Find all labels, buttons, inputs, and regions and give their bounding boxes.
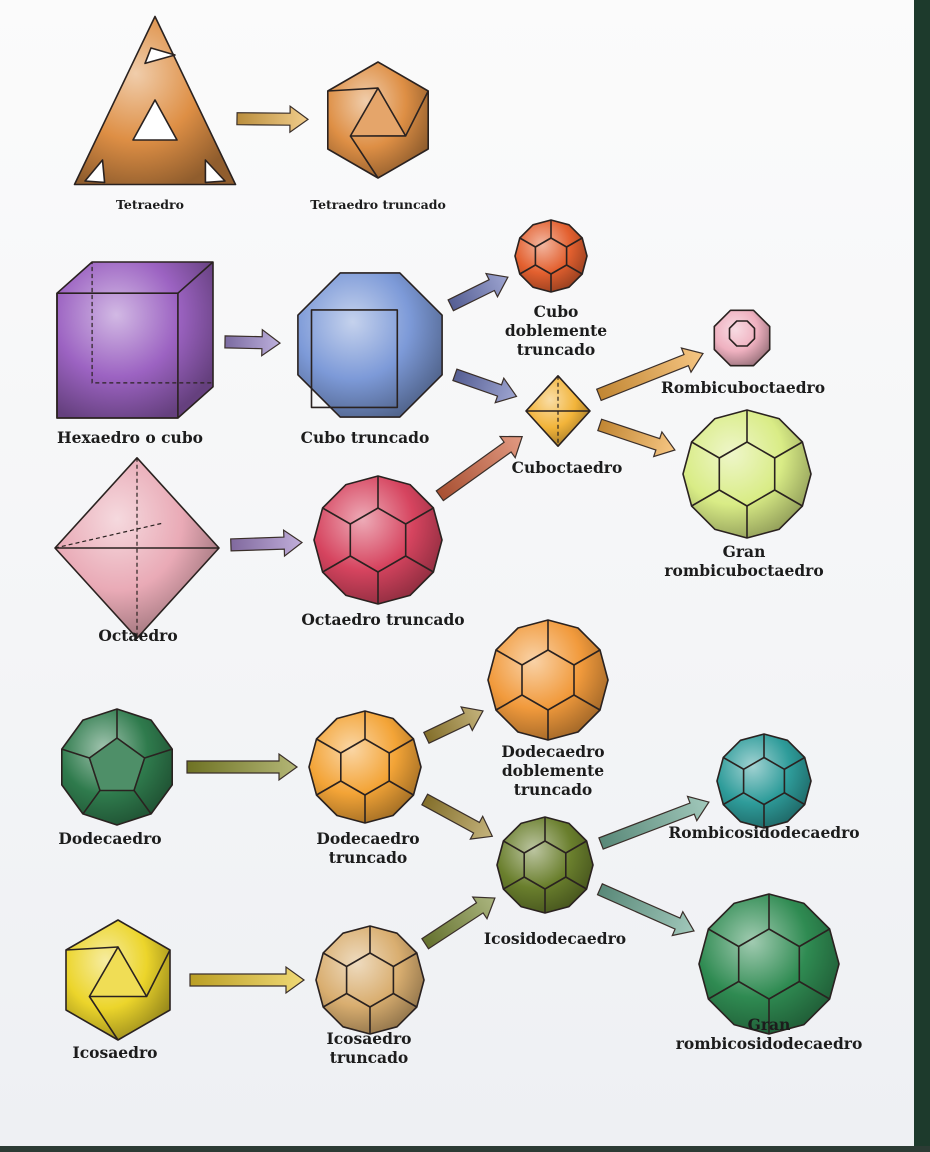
arrow-icosa-to-icosa-trunc [190,967,304,993]
arrow-octa-trunc-to-cubocta [436,437,522,501]
tetra-solid [75,17,236,185]
gran-rombicubo-solid [683,410,811,538]
label-cube-trunc: Cubo truncado [301,428,430,447]
label-line: doblemente [501,761,604,780]
cubo-dbl-solid [515,220,587,292]
label-octa-trunc: Octaedro truncado [301,610,464,629]
label-line: Tetraedro truncado [310,195,446,214]
arrow-dodeca-trunc-to-dodeca-dbl [424,707,483,743]
label-line: truncado [501,780,604,799]
tetra-trunc-solid [328,62,428,178]
cubocta-solid [526,376,590,446]
label-rombicosido: Rombicosidodecaedro [668,823,859,842]
label-line: Cubo truncado [301,428,430,447]
label-line: Cuboctaedro [512,458,623,477]
cube-trunc-solid [298,273,442,417]
dodeca-dbl-solid [488,620,608,740]
dodeca-solid [62,709,172,825]
label-line: Gran [676,1015,863,1034]
label-line: rombicosidodecaedro [676,1034,863,1053]
arrow-dodeca-trunc-to-icosido [422,794,492,839]
rombicubo-solid [714,310,769,365]
label-line: truncado [316,848,419,867]
rombicosido-solid [717,734,811,828]
label-line: Tetraedro [116,195,184,214]
label-line: rombicuboctaedro [664,561,823,580]
arrow-tetra-to-tetra-trunc [237,106,308,132]
label-line: Icosaedro [326,1029,411,1048]
label-line: Icosaedro [72,1043,157,1062]
icosa-solid [66,920,170,1040]
label-octa: Octaedro [98,626,177,645]
arrow-dodeca-to-dodeca-trunc [187,754,297,780]
label-line: Dodecaedro [316,829,419,848]
label-dodeca: Dodecaedro [58,829,161,848]
label-line: truncado [326,1048,411,1067]
octa-solid [55,458,219,638]
label-line: Rombicuboctaedro [661,378,825,397]
icosa-trunc-solid [316,926,424,1034]
gran-rombicosido-solid [699,894,839,1034]
label-tetra-trunc: Tetraedro truncado [310,195,446,214]
arrow-cubocta-to-gran-rombicubo [598,419,675,456]
octa-trunc-solid [314,476,442,604]
label-line: Hexaedro o cubo [57,428,203,447]
arrow-cube-trunc-to-cubocta [453,369,517,403]
icosido-solid [497,817,593,913]
cube-solid [57,262,213,418]
arrow-icosido-to-gran-rombicosido [598,884,695,936]
label-line: Octaedro [98,626,177,645]
arrow-octa-to-octa-trunc [231,530,302,556]
label-line: Rombicosidodecaedro [668,823,859,842]
label-icosido: Icosidodecaedro [484,929,626,948]
arrow-cube-to-cube-trunc [225,330,280,356]
page-edge [0,1146,930,1152]
label-rombicubo: Rombicuboctaedro [661,378,825,397]
label-line: doblemente [505,321,607,340]
label-line: Cubo [505,302,607,321]
label-line: Dodecaedro [501,742,604,761]
label-tetra: Tetraedro [116,195,184,214]
label-line: Octaedro truncado [301,610,464,629]
label-icosa: Icosaedro [72,1043,157,1062]
label-line: Gran [664,542,823,561]
label-line: Icosidodecaedro [484,929,626,948]
label-line: Dodecaedro [58,829,161,848]
label-line: truncado [505,340,607,359]
label-cubocta: Cuboctaedro [512,458,623,477]
arrow-cube-trunc-to-cubo-dbl [448,274,508,311]
label-cube: Hexaedro o cubo [57,428,203,447]
dodeca-trunc-solid [309,711,421,823]
